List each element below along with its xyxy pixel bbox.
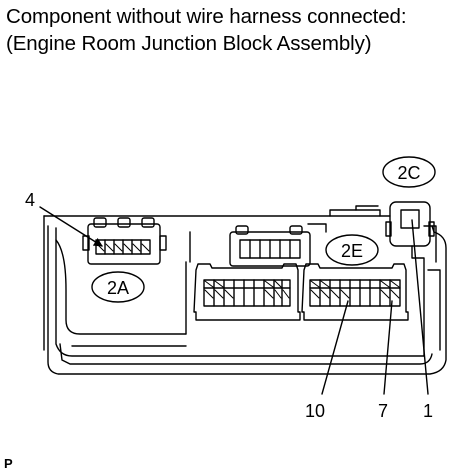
label-2e: 2E <box>325 234 379 266</box>
label-2a-oval <box>91 271 145 303</box>
connector-top-center <box>229 225 311 267</box>
leader-pin-7 <box>383 300 393 395</box>
caption-line-1: Component without wire harness connected… <box>6 5 407 28</box>
connector-2e-left-block <box>193 263 301 321</box>
footer-mark: P <box>4 456 13 471</box>
leader-pin-10 <box>321 300 349 395</box>
label-2c-oval <box>382 156 436 188</box>
label-2e-oval <box>325 234 379 266</box>
leader-pin-4 <box>39 206 103 247</box>
label-2c: 2C <box>382 156 436 188</box>
pin-label-10: 10 <box>305 401 325 421</box>
connector-2a-housing <box>82 217 167 265</box>
pin-label-4: 4 <box>25 190 35 210</box>
junction-block-body <box>43 205 447 375</box>
leader-lines <box>39 206 429 395</box>
label-2e-text: 2E <box>341 241 363 261</box>
connector-2c-housing <box>385 201 435 247</box>
label-2a: 2A <box>91 271 145 303</box>
caption-line-2: (Engine Room Junction Block Assembly) <box>6 32 372 55</box>
leader-pin-1 <box>411 219 429 395</box>
pin-label-1: 1 <box>423 401 433 421</box>
label-2c-text: 2C <box>397 163 420 183</box>
connector-2e-right-block <box>301 263 409 321</box>
label-2a-text: 2A <box>107 278 129 298</box>
pin-label-7: 7 <box>378 401 388 421</box>
diagram-caption: Component without wire harness connected… <box>6 3 407 57</box>
